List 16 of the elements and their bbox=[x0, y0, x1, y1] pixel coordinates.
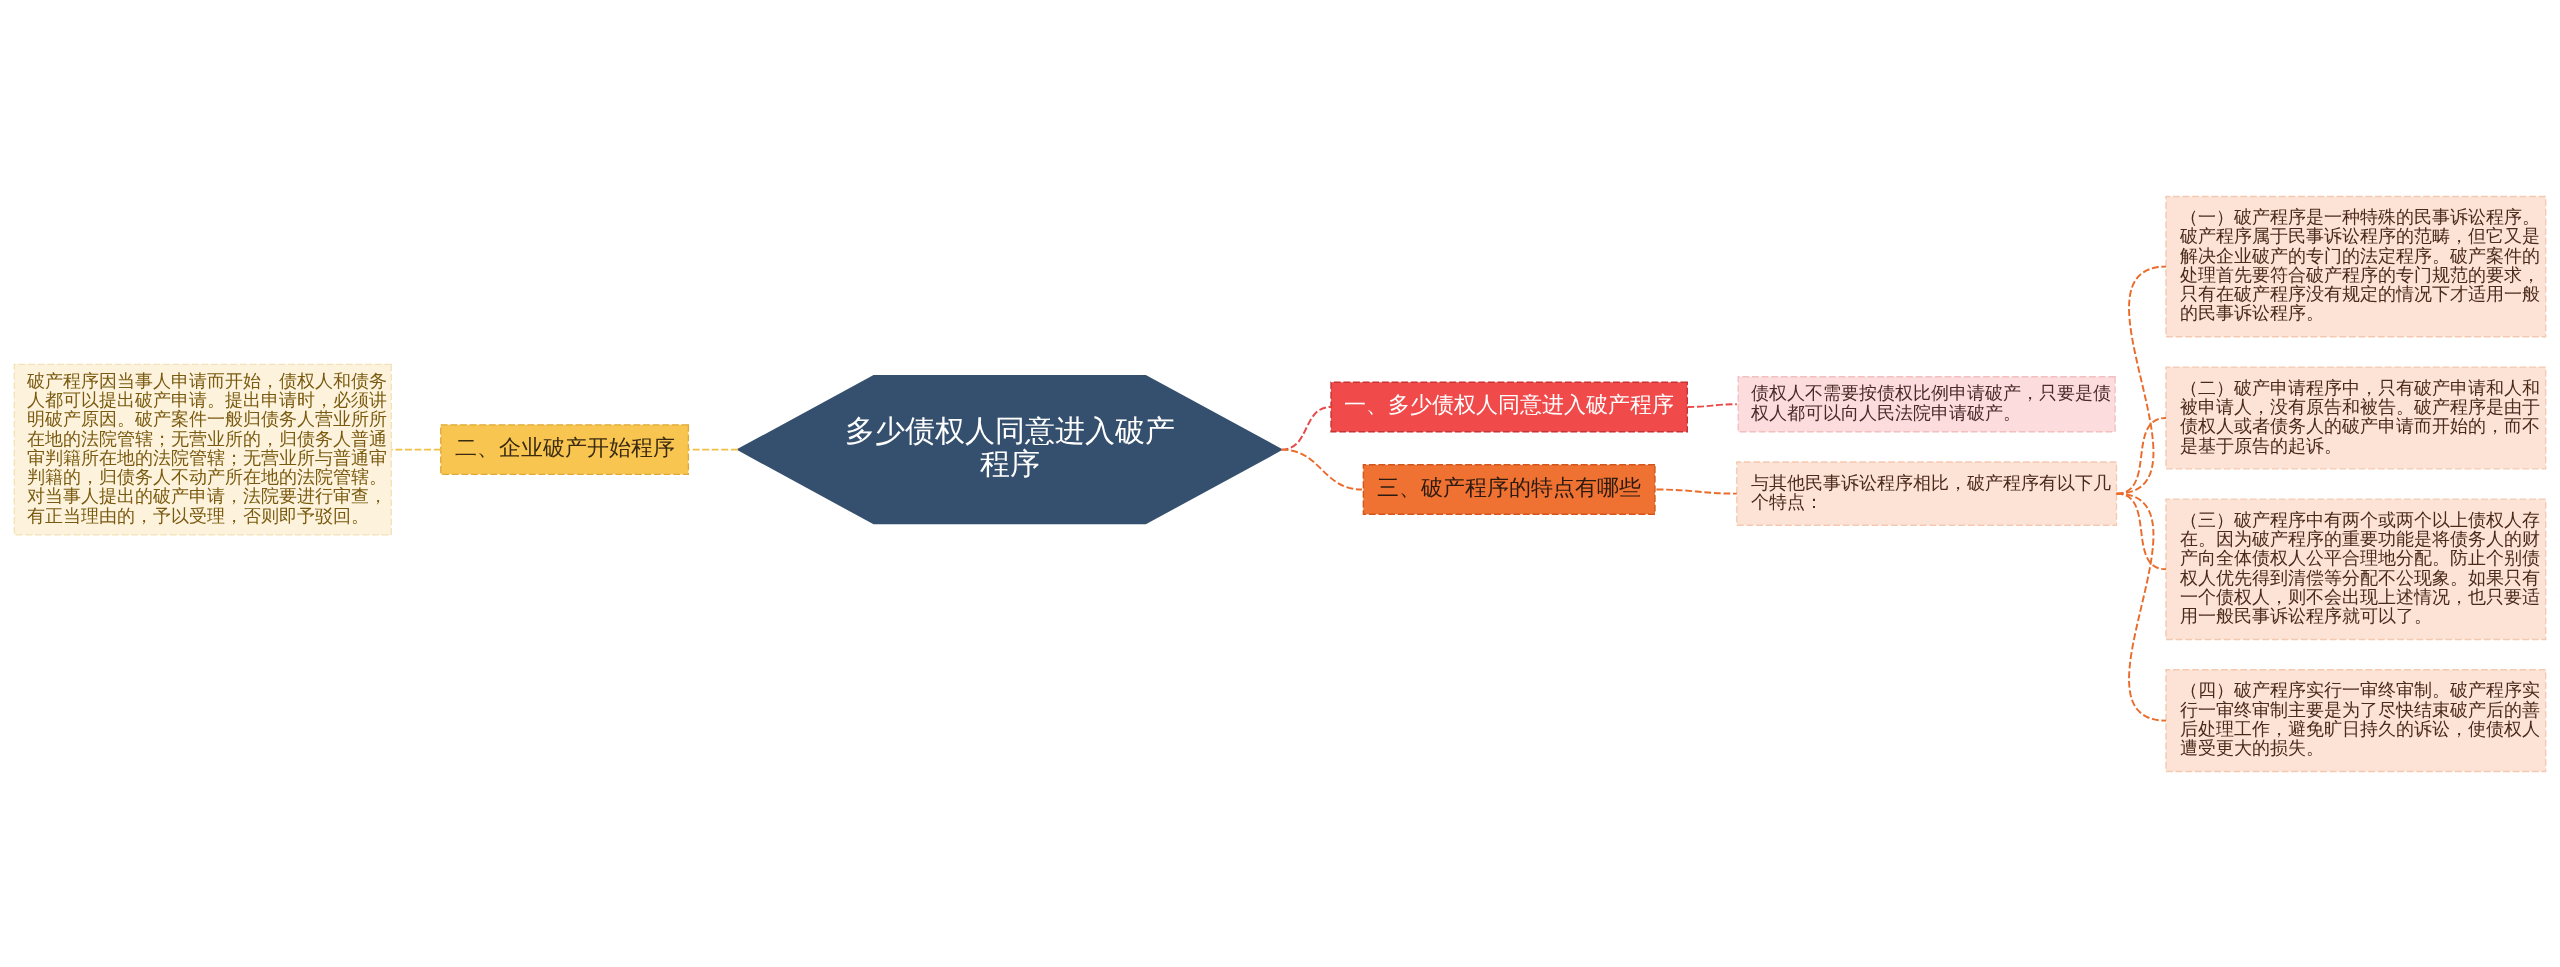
node-box: 二、企业破产开始程序 bbox=[440, 423, 690, 475]
node-box: 一、多少债权人同意进入破产程序 bbox=[1330, 381, 1688, 432]
connector bbox=[687, 448, 739, 451]
node-box: （四）破产程序实行一审终审制。破产程序实行一审终审制主要是为了尽快结束破产后的善后处理工作，避免旷日持久的诉讼，使债权人遭受更大的损失。 bbox=[2165, 668, 2547, 772]
connector bbox=[1655, 488, 1738, 495]
node-box: 破产程序因当事人申请而开始，债权人和债务人都可以提出破产申请。提出申请时，必须讲明破产原因。破产案件一般归债务人营业所所在地的法院管辖；无营业所的，归债务人普通审判籍所在地的法院管辖；无营业所与普通审判籍的，归债务人不动产所在地的法院管辖。对当事人提出的破产申请，法院要进行审查，有正当理由的，予以受理，否则即予驳回。 bbox=[13, 363, 392, 536]
node-box: （二）破产申请程序中，只有破产申请和人和被申请人，没有原告和被告。破产程序是由于债权人或者债务人的破产申请而开始的，而不是基于原告的起诉。 bbox=[2165, 365, 2547, 470]
connector bbox=[1686, 402, 1738, 408]
connector bbox=[390, 448, 442, 451]
node-box: 与其他民事诉讼程序相比，破产程序有以下几个特点： bbox=[1736, 460, 2118, 526]
node-box: （一）破产程序是一种特殊的民事诉讼程序。破产程序属于民事诉讼程序的范畴，但它又是解决企业破产的专门的法定程序。破产案件的处理首先要符合破产程序的专门规范的要求，只有在破产程序没有规定的情况下才适用一般的民事诉讼程序。 bbox=[2165, 195, 2547, 337]
node-box: 债权人不需要按债权比例申请破产，只要是债权人都可以向人民法院申请破产。 bbox=[1737, 375, 2116, 432]
connector bbox=[2115, 492, 2167, 722]
node-box: （三）破产程序中有两个或两个以上债权人存在。因为破产程序的重要功能是将债务人的财产向全体债权人公平合理地分配。防止个别债权人优先得到清偿等分配不公现象。如果只有一个债权人，则不会出现上述情况，也只要适用一般民事诉讼程序就可以了。 bbox=[2165, 497, 2547, 640]
connector bbox=[1280, 448, 1363, 490]
node-box: 三、破产程序的特点有哪些 bbox=[1362, 463, 1656, 515]
